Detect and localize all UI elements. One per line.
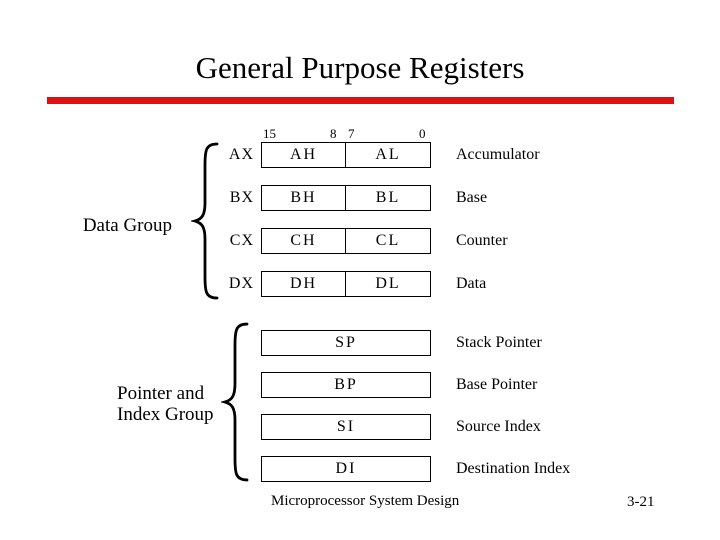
register-name-bp: BP [334, 376, 358, 393]
bit-label-15: 15 [263, 126, 276, 141]
register-name-cx: CX [229, 232, 254, 249]
register-high-dh: DH [262, 272, 346, 296]
bit-label-0: 0 [419, 126, 426, 141]
register-name-ax: AX [228, 146, 254, 163]
bit-label-8: 8 [330, 126, 337, 141]
slide-title: General Purpose Registers [195, 50, 525, 85]
pointer-group-label-line2: Index Group [117, 404, 214, 425]
footer-course-title: Microprocessor System Design [271, 493, 460, 509]
register-description-sp: Stack Pointer [456, 334, 542, 351]
footer-slide-number: 3-21 [627, 494, 655, 510]
pointer-group-label: Pointer and Index Group [117, 383, 214, 425]
register-description-cx: Counter [456, 232, 508, 249]
register-name-dx: DX [228, 275, 254, 292]
register-row-dx: DX DH DL Data [0, 271, 720, 297]
register-description-dx: Data [456, 275, 487, 292]
register-row-bp: BP Base Pointer [0, 372, 720, 398]
register-name-di: DI [335, 460, 357, 477]
register-box-bp: BP [261, 372, 431, 398]
register-box-di: DI [261, 456, 431, 482]
data-group-label: Data Group [82, 215, 172, 236]
pointer-group-label-line1: Pointer and [117, 383, 205, 404]
register-row-cx: CX CH CL Counter [0, 228, 720, 254]
register-name-si: SI [336, 418, 356, 435]
title-underline [47, 97, 674, 104]
register-name-sp: SP [335, 334, 357, 351]
register-box-bx: BH BL [261, 185, 431, 211]
register-row-sp: SP Stack Pointer [0, 330, 720, 356]
register-box-dx: DH DL [261, 271, 431, 297]
register-description-bp: Base Pointer [456, 376, 538, 393]
bit-label-7: 7 [348, 126, 355, 141]
register-row-bx: BX BH BL Base [0, 185, 720, 211]
register-high-bh: BH [262, 186, 346, 210]
register-description-di: Destination Index [456, 460, 571, 477]
register-row-ax: AX AH AL Accumulator [0, 142, 720, 168]
register-description-si: Source Index [456, 418, 541, 435]
register-high-ah: AH [262, 143, 346, 167]
register-box-si: SI [261, 414, 431, 440]
data-group-brace [191, 142, 219, 300]
register-row-si: SI Source Index [0, 414, 720, 440]
register-description-bx: Base [456, 189, 488, 206]
register-low-bl: BL [375, 189, 401, 206]
register-box-sp: SP [261, 330, 431, 356]
register-low-dl: DL [375, 275, 401, 292]
register-low-cl: CL [375, 232, 401, 249]
register-box-ax: AH AL [261, 142, 431, 168]
register-description-ax: Accumulator [456, 146, 540, 163]
register-row-di: DI Destination Index [0, 456, 720, 482]
register-low-al: AL [375, 146, 401, 163]
register-box-cx: CH CL [261, 228, 431, 254]
register-name-bx: BX [229, 189, 254, 206]
pointer-group-brace [221, 322, 249, 482]
register-high-ch: CH [262, 229, 346, 253]
